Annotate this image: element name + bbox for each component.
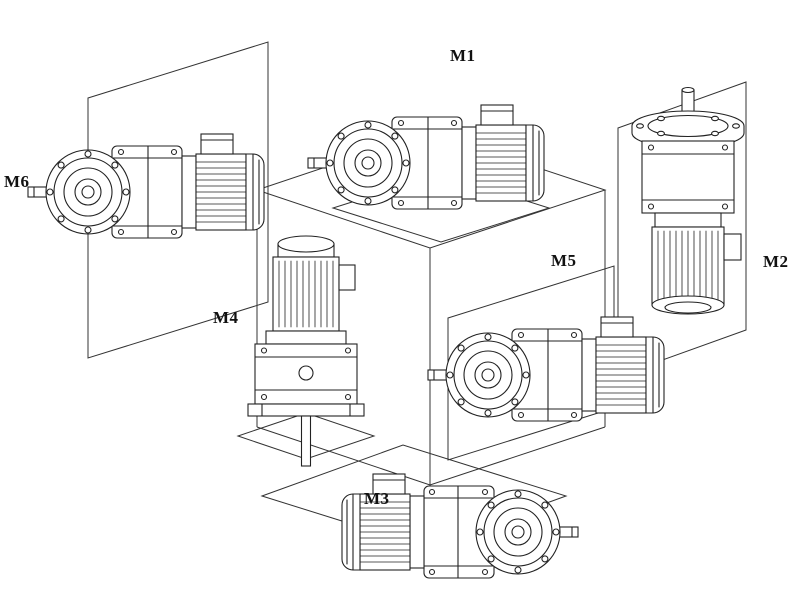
- gearmotor-m5-drawing: [427, 316, 665, 422]
- label-m4: M4: [213, 308, 239, 327]
- label-m3: M3: [364, 489, 390, 508]
- label-m2: M2: [763, 252, 789, 271]
- label-m6: M6: [4, 172, 30, 191]
- label-m5: M5: [551, 251, 577, 270]
- gearmotor-m4-drawing: [247, 235, 365, 467]
- plane-m2: [617, 81, 747, 377]
- plane-m4: [236, 412, 376, 460]
- plane-m6: [87, 41, 269, 359]
- gearmotor-m6-drawing: [27, 133, 265, 239]
- label-m1: M1: [450, 46, 476, 65]
- gearmotor-m2-drawing: [631, 86, 745, 315]
- gearmotor-m1-drawing: [307, 104, 545, 210]
